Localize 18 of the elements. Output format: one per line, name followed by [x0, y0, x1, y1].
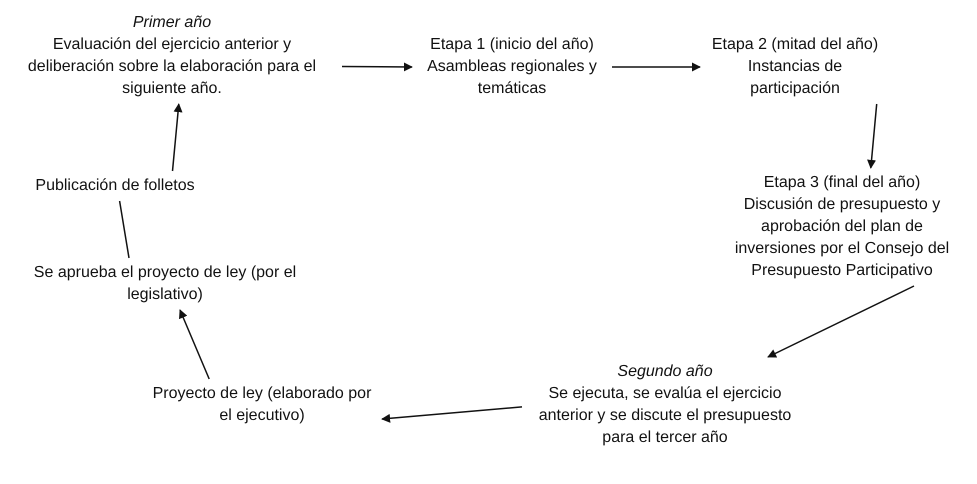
stage-heading: Primer año: [132, 13, 212, 33]
arrow: [612, 62, 701, 72]
stage-text: Evaluación del ejercicio anterior y deliberación sobre la elaboración para el siguiente año.: [26, 35, 318, 99]
stage-text: Etapa 1 (inicio del año) Asambleas regionales y temáticas: [426, 35, 598, 99]
stage-text: Proyecto de ley (elaborado por el ejecutivo): [152, 384, 372, 426]
arrow: [767, 285, 914, 358]
stage-text: Etapa 3 (final del año) Discusión de presupuesto y aprobación del plan de inversiones por el Consejo del Presupuesto Participativo: [734, 173, 950, 281]
arrow: [172, 103, 183, 172]
stage-text: Publicación de folletos: [34, 176, 196, 196]
stage-text: Se ejecuta, se evalúa el ejercicio anterior y se discute el presupuesto para el tercer año: [538, 384, 792, 448]
arrow: [342, 62, 413, 72]
stage-heading: Segundo año: [616, 362, 714, 382]
arrow: [179, 309, 210, 380]
stage-text: Etapa 2 (mitad del año) Instancias de participación: [710, 35, 880, 99]
stage-text: Se aprueba el proyecto de ley (por el legislativo): [32, 263, 298, 305]
connector-line: [118, 200, 130, 258]
arrow: [381, 406, 522, 423]
arrow: [867, 104, 878, 169]
